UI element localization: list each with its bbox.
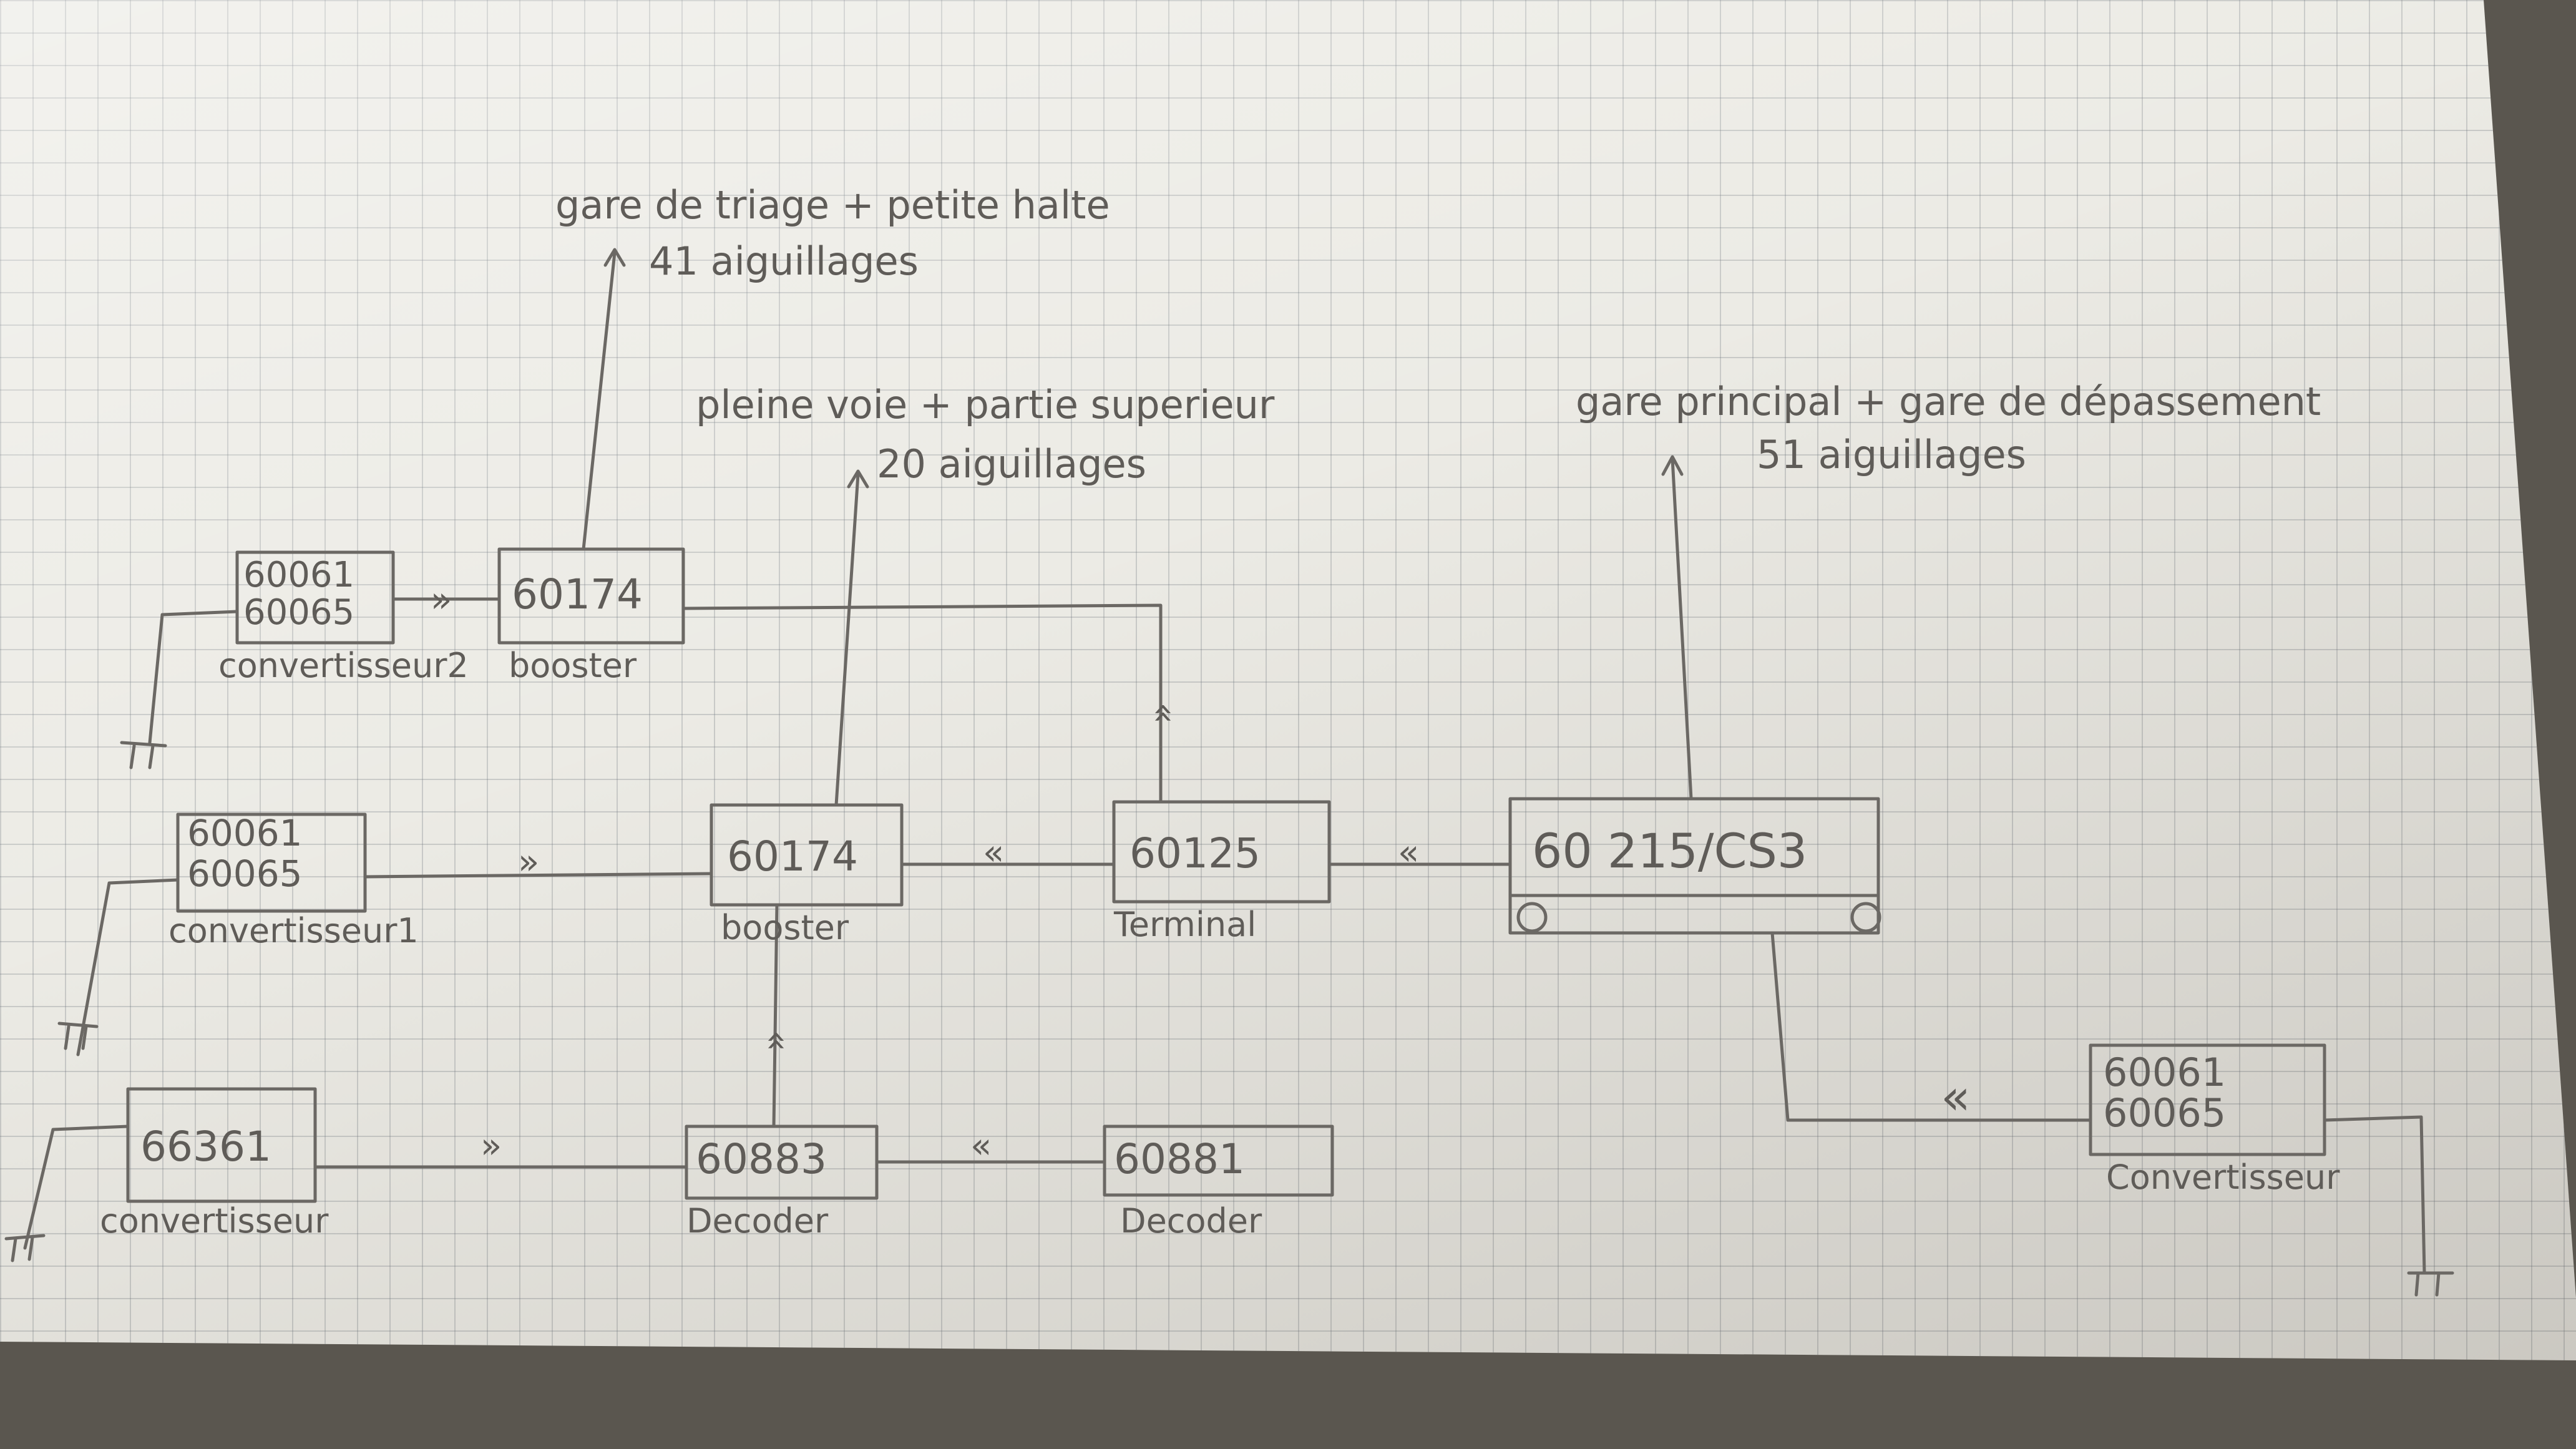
- decoder-a-label: Decoder: [686, 1201, 829, 1241]
- booster-mid-box: [710, 803, 904, 907]
- decoder-b-code: 60881: [1114, 1135, 1245, 1183]
- cs3-code: 60 215/CS3: [1532, 823, 1807, 879]
- wire-convlow-ground: [23, 1125, 130, 1250]
- terminal-box: [1112, 800, 1331, 904]
- group-pleine-title: pleine voie + partie superieur: [696, 382, 1275, 427]
- wire-booster-mid-up: [834, 472, 860, 807]
- convertisseur2-label: convertisseur2: [218, 646, 469, 685]
- convertisseur2-code2: 60065: [243, 592, 354, 633]
- terminal-code: 60125: [1129, 829, 1261, 877]
- booster-top-box: [497, 547, 685, 645]
- ground-symbol-3: [4, 1234, 46, 1262]
- cs3-knob-left: [1516, 902, 1548, 933]
- convertisseur-low-box: [126, 1087, 317, 1203]
- arrowhead-principal: [1661, 455, 1684, 476]
- arrowhead-triage: [603, 248, 626, 267]
- wire-decoder-booster: [772, 903, 779, 1128]
- group-principal-count: 51 aiguillages: [1757, 432, 2026, 477]
- convertisseur1-label: convertisseur1: [168, 911, 419, 950]
- wire-convertisseur-ground: [2323, 1115, 2426, 1275]
- wire-booster-top-up: [582, 251, 617, 551]
- wire-cs3-convertisseur: [1770, 931, 2092, 1122]
- ground-symbol-4: [2407, 1271, 2454, 1297]
- booster-mid-code: 60174: [727, 832, 858, 881]
- terminal-label: Terminal: [1113, 905, 1256, 944]
- arrow-decoder-decoder: «: [970, 1126, 992, 1166]
- group-triage-count: 41 aiguillages: [649, 238, 919, 284]
- booster-top-label: booster: [509, 646, 637, 685]
- ground-symbol-2: [57, 1022, 99, 1050]
- arrow-up-terminal: »: [1141, 703, 1182, 724]
- ground-symbol-1: [120, 741, 167, 769]
- arrow-booster-terminal: «: [983, 832, 1004, 873]
- convertisseur-low-label: convertisseur: [100, 1201, 329, 1241]
- wire-conv1-booster: [363, 872, 713, 879]
- arrow-up-booster: »: [754, 1030, 795, 1051]
- group-pleine-count: 20 aiguillages: [877, 441, 1146, 487]
- convertisseur1-code2: 60065: [187, 852, 303, 895]
- booster-top-code: 60174: [512, 570, 643, 618]
- wire-cs3-up: [1671, 457, 1693, 801]
- convertisseur-right-code1: 60061: [2103, 1050, 2226, 1095]
- convertisseur1-box: [176, 812, 367, 913]
- group-principal-title: gare principal + gare de dépassement: [1576, 379, 2321, 424]
- convertisseur2-code1: 60061: [243, 555, 354, 595]
- group-triage-title: gare de triage + petite halte: [555, 182, 1110, 228]
- convertisseur-right-code2: 60065: [2103, 1090, 2226, 1136]
- decoder-b-label: Decoder: [1120, 1201, 1262, 1241]
- wire-conv1-ground: [76, 878, 180, 1056]
- arrow-cs3-convertisseur: «: [1941, 1070, 1971, 1126]
- arrow-conv2-booster: »: [431, 580, 452, 620]
- decoder-a-code: 60883: [696, 1135, 827, 1183]
- arrow-conv-decoder: »: [481, 1126, 502, 1166]
- convertisseur-right-label: Convertisseur: [2106, 1158, 2340, 1197]
- convertisseur-low-code: 66361: [140, 1123, 271, 1171]
- convertisseur1-code1: 60061: [187, 812, 303, 854]
- cs3-knob-right: [1850, 902, 1881, 933]
- convertisseur-right-box: [2089, 1043, 2326, 1156]
- booster-mid-label: booster: [721, 908, 849, 947]
- wire-conv2-ground: [148, 610, 239, 744]
- arrow-conv1-booster: »: [518, 842, 539, 882]
- arrowhead-pleine: [847, 469, 869, 489]
- arrow-terminal-cs3: «: [1398, 832, 1419, 873]
- wire-booster-top-terminal: [681, 603, 1163, 804]
